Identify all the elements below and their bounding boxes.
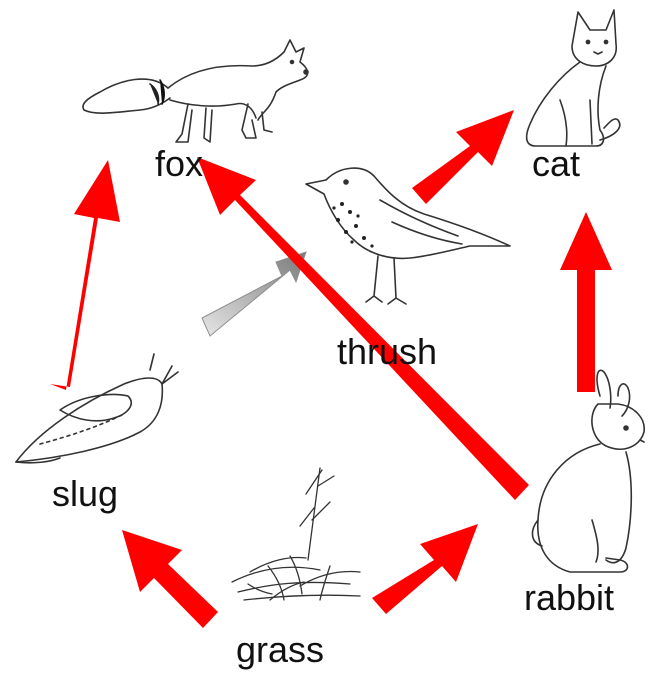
arrow-rabbit-to-cat: [560, 212, 612, 392]
label-rabbit: rabbit: [524, 580, 614, 616]
grass-icon: [232, 468, 360, 600]
label-thrush: thrush: [337, 334, 437, 370]
label-slug: slug: [52, 476, 118, 512]
arrow-grass-to-slug: [122, 530, 218, 628]
label-grass: grass: [236, 632, 324, 668]
rabbit-icon: [532, 370, 644, 572]
arrow-slug-to-fox: [50, 160, 120, 390]
grey-arrow: [202, 252, 306, 336]
cat-icon: [527, 10, 620, 146]
thrush-icon: [306, 168, 510, 304]
fox-icon: [83, 40, 308, 142]
slug-icon: [16, 354, 178, 463]
arrow-thrush-to-cat: [412, 110, 514, 204]
label-cat: cat: [532, 146, 580, 182]
arrow-grass-to-rabbit: [372, 524, 478, 614]
label-fox: fox: [155, 146, 203, 182]
